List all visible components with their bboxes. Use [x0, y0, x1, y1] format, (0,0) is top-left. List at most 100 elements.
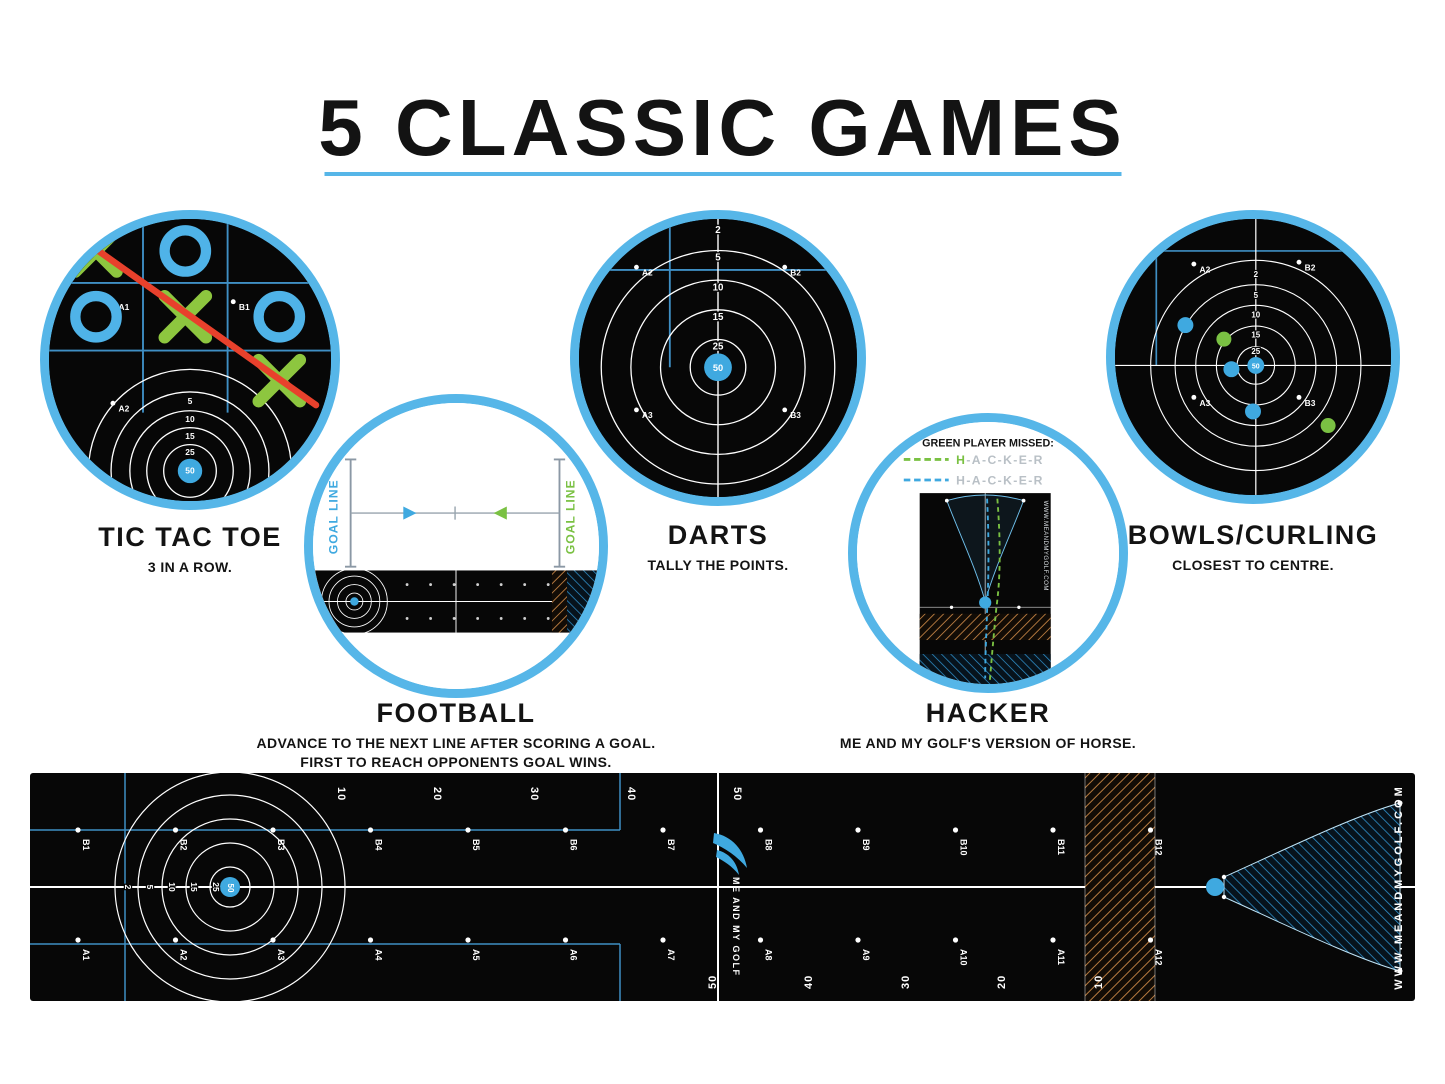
hacker-subtitle: ME AND MY GOLF'S VERSION OF HORSE. [839, 735, 1137, 751]
mat-blue-grid [30, 773, 621, 1001]
mat-grid-label: A7 [666, 949, 676, 961]
mat-distance-bottom: 30 [900, 975, 912, 989]
ring-label-10: 10 [713, 282, 724, 293]
mat-grid-dot [172, 827, 179, 833]
darts-subtitle: TALLY THE POINTS. [647, 557, 789, 573]
mat-grid-label: B5 [471, 839, 481, 851]
tictactoe-graphic: 50 25 15 10 5 A1 B1 A2 [49, 219, 331, 501]
mat-grid-label: A4 [374, 949, 384, 961]
mat-grid-dot [952, 827, 959, 833]
grid-label-a3: A3 [1199, 398, 1210, 408]
bullseye [177, 458, 203, 484]
mat-distance-bottom: 20 [996, 975, 1008, 989]
winning-strike-line [60, 223, 320, 409]
strip-fairway-hatch [567, 570, 599, 633]
ring-label-5: 5 [715, 253, 721, 264]
page-title: 5 CLASSIC GAMES [318, 83, 1127, 172]
ring-label-25: 25 [713, 342, 724, 353]
blue-ball [1223, 361, 1240, 378]
svg-text:10: 10 [167, 882, 177, 892]
mat-grid-label: B9 [861, 839, 871, 851]
website-url-vertical: WWW.MEANDMYGOLF.COM [1393, 784, 1405, 989]
tictactoe-caption: TIC TAC TOE 3 IN A ROW. [20, 522, 360, 576]
mat-grid-dot [270, 827, 276, 833]
mat-grid-label: A10 [959, 949, 969, 966]
mat-grid-label: B10 [959, 839, 969, 856]
mat-bullseye [220, 877, 240, 897]
mat-grid-dot [1147, 827, 1154, 833]
svg-text:25: 25 [211, 882, 221, 892]
title-underline [324, 172, 1121, 176]
green-earned-letter: H [956, 453, 966, 467]
corner-dots [944, 498, 1026, 609]
hacker-heading: GREEN PLAYER MISSED: [922, 437, 1054, 449]
mat-grid-dot [465, 937, 471, 943]
darts-title: DARTS [667, 520, 769, 550]
goal-line-label-left: GOAL LINE [326, 479, 340, 554]
grid-label-a2: A2 [119, 404, 130, 414]
bullseye [1247, 357, 1265, 374]
ring-label-15: 15 [1251, 330, 1260, 339]
tictactoe-circle: 50 25 15 10 5 A1 B1 A2 [40, 210, 340, 510]
mat-grid-dot [952, 937, 959, 943]
green-arrow-icon [493, 506, 507, 520]
mat-grid-label: B11 [1056, 839, 1066, 855]
mat-grid-dot [855, 827, 861, 833]
ring-labels: 25 15 10 5 [185, 396, 195, 457]
mat-grid-dot [1050, 937, 1056, 943]
grid-label-a1: A1 [119, 302, 130, 312]
ring-label-50: 50 [1252, 363, 1260, 370]
ring-label-50: 50 [713, 363, 723, 373]
brand-name: ME AND MY GOLF [731, 877, 741, 977]
ring-labels: 25 15 10 5 2 [1250, 269, 1262, 357]
mat-grid-label: A8 [764, 949, 774, 961]
mat-distance-bottom: 50 [707, 975, 719, 989]
mat-ring-labels: 25 15 10 5 2 [122, 881, 223, 893]
mat-grid-dot [562, 827, 569, 833]
football-caption: FOOTBALL ADVANCE TO THE NEXT LINE AFTER … [231, 698, 681, 771]
mat-portrait-section: WWW.MEANDMYGOLF.COM [919, 493, 1051, 684]
green-remaining-letters: -A-C-K-E-R [966, 453, 1043, 467]
mat-grid-dot [75, 827, 81, 833]
strip-bullseye [350, 597, 359, 606]
grid-label-b2: B2 [790, 268, 801, 278]
mat-grid-label: A2 [179, 949, 189, 961]
hacker-caption: HACKER ME AND MY GOLF'S VERSION OF HORSE… [768, 698, 1208, 752]
grid-dot [230, 299, 236, 305]
fairway-fan [946, 494, 1025, 604]
mat-grid-dot [75, 937, 81, 943]
target-rings [1150, 259, 1362, 472]
logo-swoosh-icon [713, 833, 747, 868]
mat-ring-label-50: 50 [226, 884, 235, 893]
svg-text:5: 5 [145, 885, 155, 890]
mat-grid-label: B6 [569, 839, 579, 851]
panel-background [313, 403, 599, 689]
green-ball [1320, 418, 1336, 434]
mat-grid-dot [172, 937, 179, 943]
mat-grid-label: B12 [1154, 839, 1164, 856]
mat-background [1115, 219, 1391, 495]
bowls-caption: BOWLS/CURLING CLOSEST TO CENTRE. [1083, 520, 1423, 574]
brand-logo: ME AND MY GOLF [713, 833, 747, 977]
blue-putt-path [984, 498, 990, 679]
mat-grid-label: A5 [471, 949, 481, 961]
mat-grid-label: A11 [1056, 949, 1066, 965]
grid-dot [110, 400, 116, 406]
mat-distance-top: 20 [431, 787, 443, 801]
hacker-circle: GREEN PLAYER MISSED: H-A-C-K-E-R H-A-C-K… [848, 413, 1128, 693]
darts-graphic: 50 25 15 10 5 2 A2 B2 A3 B3 [579, 219, 857, 497]
svg-text:2: 2 [123, 885, 133, 890]
grid-label-b2: B2 [1305, 263, 1316, 273]
grid-point-labels: A2 B2 A3 B3 [634, 264, 801, 420]
grid-label-a3: A3 [642, 410, 653, 420]
ring-label-10: 10 [1251, 311, 1260, 320]
fairway-corner-dots [1221, 800, 1403, 974]
mat-distance-bottom: 10 [1093, 975, 1105, 989]
football-subtitle-2: FIRST TO REACH OPPONENTS GOAL WINS. [300, 754, 612, 771]
bowls-graphic: 50 25 15 10 5 2 A2 B2 A3 B3 [1115, 219, 1391, 495]
mat-grid-label: B2 [179, 839, 189, 851]
mat-grid-dot [465, 827, 471, 833]
ring-label-15: 15 [185, 431, 195, 441]
hacker-title: HACKER [925, 698, 1051, 728]
